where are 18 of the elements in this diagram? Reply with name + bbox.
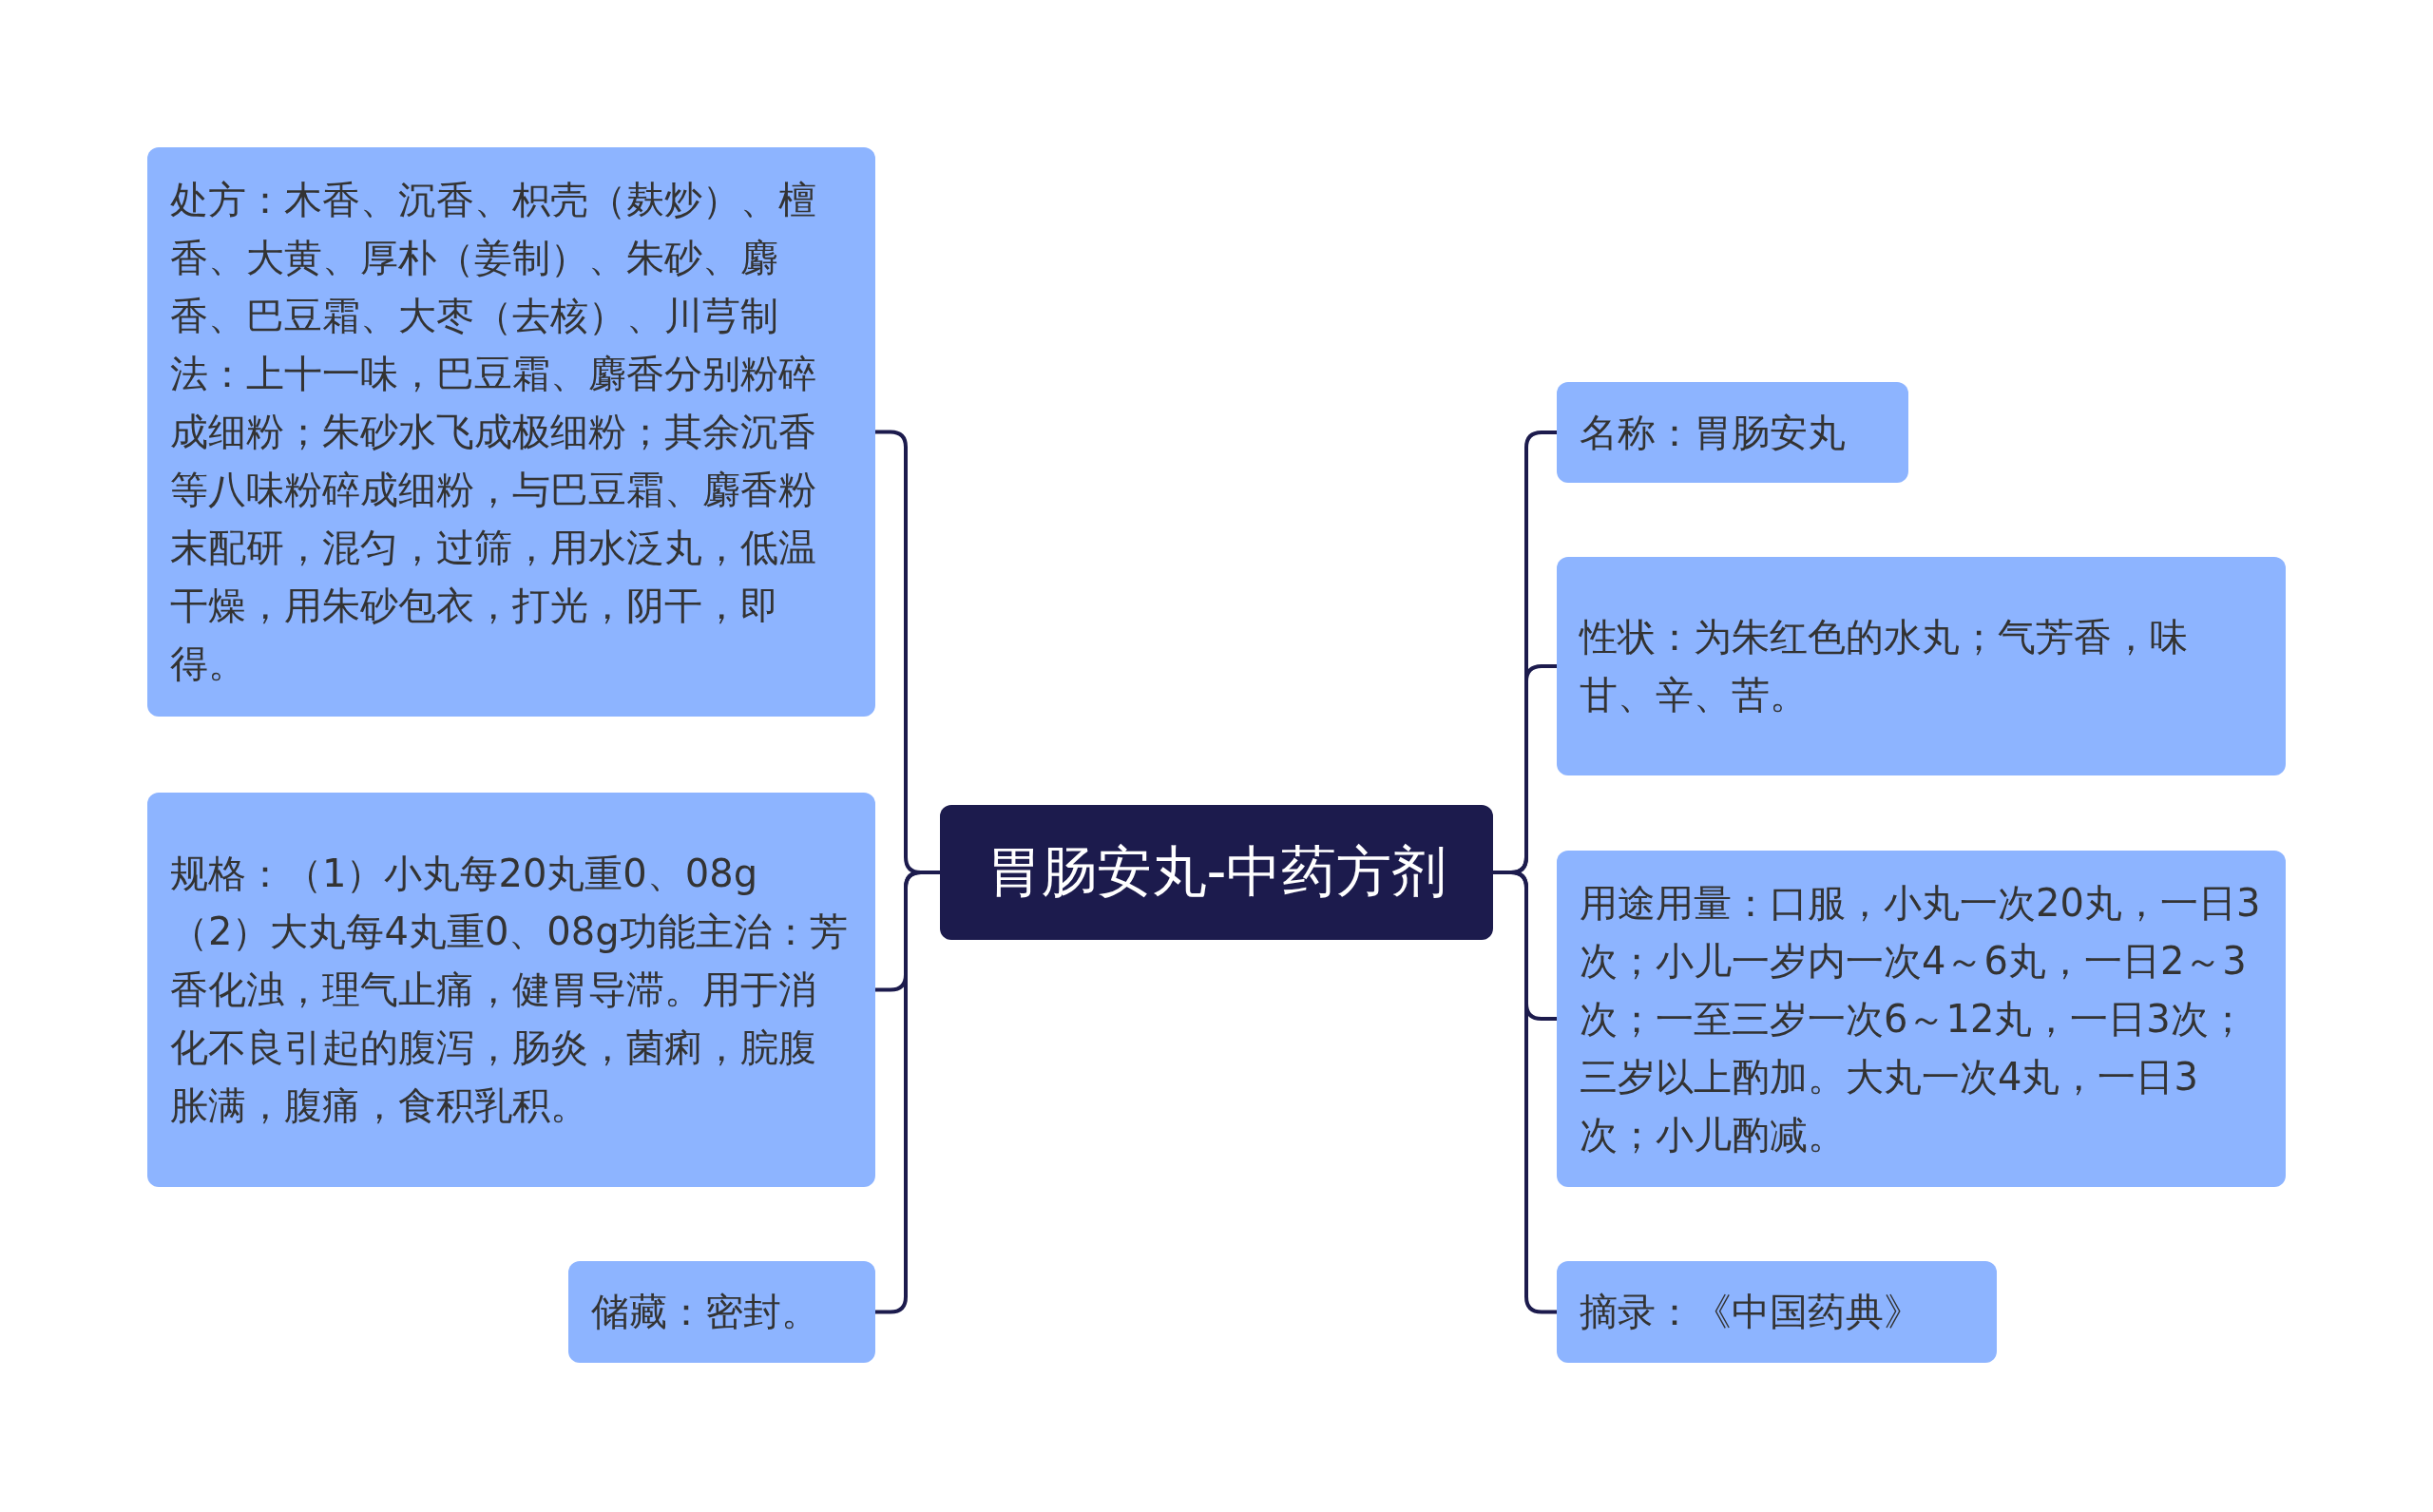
subtopic-text: 名称：胃肠安丸 [1580,409,1847,456]
topic-box [940,805,1493,940]
subtopic-text: 规格：（1）小丸每20丸重0、08g（2）大丸每4丸重0、08g功能主治：芳香化浊，理气止痛，健胃导滞。用于消化不良引起的腹泻，肠炎，菌痢，脘腹胀满，腹痛，食积乳积。 [170,851,849,1129]
subtopic-box [568,1261,875,1363]
subtopic-text: 用途用量：口服，小丸一次20丸，一日3次；小儿一岁内一次4～6丸，一日2～3次；一至三岁一次6～12丸，一日3次；三岁以上酌加。大丸一次4丸，一日3次；小儿酌减。 [1580,879,2262,1158]
topic-text: 胃肠安丸-中药方剂 [986,839,1447,906]
connector-line [1493,871,1557,1314]
subtopic-text: 储藏：密封。 [591,1289,820,1335]
subtopic-box [147,147,875,717]
subtopic-box [1557,1261,1997,1363]
subtopic-box [1557,382,1908,483]
subtopic-text: 处方：木香、沉香、枳壳（麸炒）、檀香、大黄、厚朴（姜制）、朱砂、麝香、巴豆霜、大枣（去核）、川芎制法：上十一味，巴豆霜、麝香分别粉碎成细粉；朱砂水飞成极细粉；其余沉香等八味粉碎成细粉，与巴豆霜、麝香粉末配研，混匀，过筛，用水泛丸，低温干燥，用朱砂包衣，打光，阴干，即得。 [170,177,817,687]
subtopic-box [1557,557,2286,775]
subtopic-box [147,793,875,1187]
connector-line [875,871,940,1314]
subtopic-box [1557,851,2286,1187]
subtopic-text: 性状：为朱红色的水丸；气芳香，味甘、辛、苦。 [1580,614,2189,718]
subtopic-text: 摘录：《中国药典》 [1580,1289,1923,1335]
